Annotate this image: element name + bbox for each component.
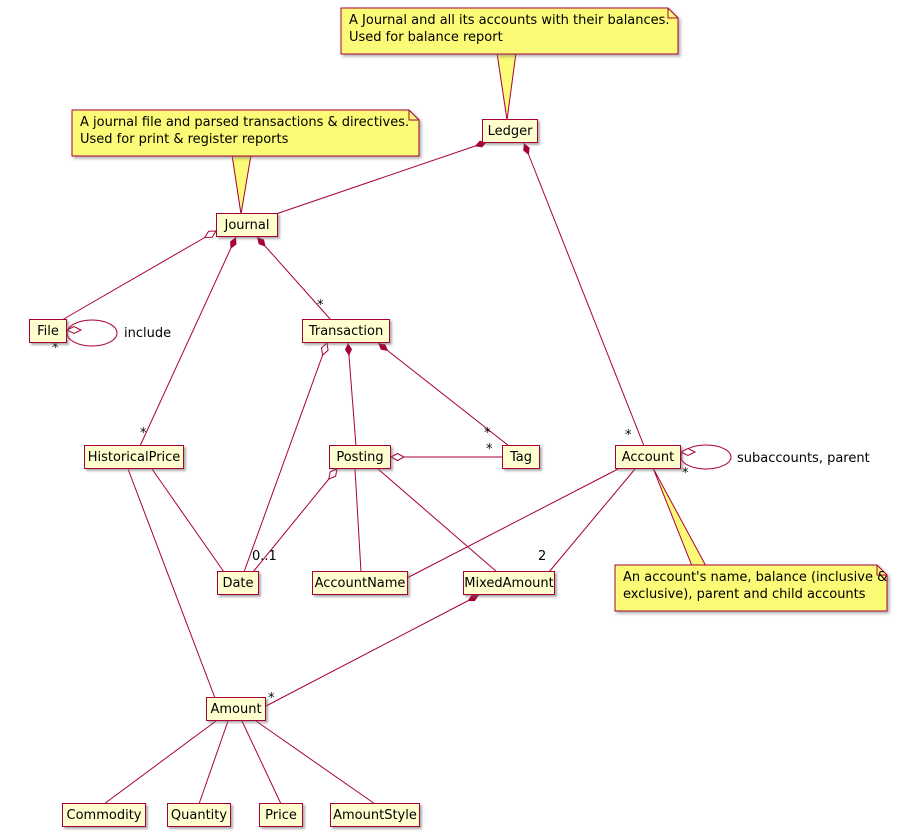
edge-journal-file (61, 231, 216, 321)
edge-posting-accountname (354, 468, 362, 573)
edge-posting-date (252, 469, 337, 573)
note-account-line2: exclusive), parent and child accounts (623, 587, 866, 602)
class-historicalprice: HistoricalPrice (84, 445, 184, 469)
edge-transaction-tag (377, 342, 510, 447)
note-account: An account's name, balance (inclusive & … (623, 569, 887, 603)
class-amount: Amount (206, 697, 266, 721)
note-journal-body (71, 109, 420, 157)
mult-account-mixedamount: 2 (538, 549, 546, 564)
edge-account-mixedamount (548, 468, 636, 573)
class-tag: Tag (502, 445, 540, 469)
edge-account-subaccounts-loop (680, 444, 732, 470)
note-ledger: A Journal and all its accounts with thei… (349, 12, 670, 46)
edge-mixedamount-amount (265, 594, 480, 707)
class-journal: Journal (216, 213, 278, 237)
note-journal: A journal file and parsed transactions &… (80, 114, 409, 148)
edge-journal-historicalprice (139, 236, 237, 447)
class-account: Account (615, 445, 681, 469)
mult-posting-tag: * (486, 442, 493, 457)
mult-account-subaccounts: * (682, 466, 689, 481)
mult-ledger-account: * (625, 428, 632, 443)
note-account-body (614, 564, 888, 612)
label-account-subaccounts: subaccounts, parent (737, 451, 870, 466)
mult-journal-historicalprice: * (140, 426, 147, 441)
edge-file-include-loop (66, 319, 118, 347)
note-pointer-journal (231, 154, 252, 215)
edge-amount-commodity (103, 720, 217, 805)
note-journal-line2: Used for print & register reports (80, 132, 289, 147)
class-mixedamount: MixedAmount (463, 571, 555, 595)
edge-posting-mixedamount (377, 468, 498, 573)
mult-transaction-tag: * (484, 426, 491, 441)
note-ledger-body (340, 7, 679, 55)
note-journal-fold (408, 110, 419, 121)
edge-amount-amountstyle (255, 720, 376, 805)
edge-transaction-date (243, 343, 327, 573)
note-journal-line1: A journal file and parsed transactions &… (80, 115, 410, 130)
edge-ledger-account (523, 142, 645, 447)
mult-file-include: * (52, 341, 59, 356)
edge-transaction-posting (345, 342, 357, 447)
note-account-fold (876, 565, 887, 576)
edge-ledger-journal (272, 140, 488, 216)
class-posting: Posting (329, 445, 391, 469)
edge-historicalprice-date (151, 468, 225, 573)
label-file-include: include (124, 326, 171, 341)
mult-journal-transaction: * (317, 298, 324, 313)
edge-account-accountname (406, 468, 619, 579)
class-ledger: Ledger (482, 119, 538, 143)
mult-posting-date: 0..1 (252, 549, 277, 564)
edge-historicalprice-amount (127, 468, 216, 699)
account-loop-diamond (679, 447, 697, 457)
note-ledger-line2: Used for balance report (349, 30, 503, 45)
class-file: File (29, 319, 67, 343)
note-account-line1: An account's name, balance (inclusive & (623, 570, 888, 585)
class-quantity: Quantity (167, 803, 231, 827)
edge-journal-transaction (256, 236, 332, 321)
class-commodity: Commodity (62, 803, 146, 827)
class-date: Date (217, 571, 259, 595)
note-pointer-account (652, 467, 707, 567)
note-ledger-fold (667, 8, 678, 19)
file-loop-diamond (65, 325, 83, 335)
note-pointer-ledger (496, 52, 517, 121)
edge-amount-quantity (198, 720, 229, 805)
mult-mixedamount-amount: * (268, 691, 275, 706)
note-ledger-line1: A Journal and all its accounts with thei… (349, 13, 670, 28)
class-transaction: Transaction (302, 319, 390, 343)
class-accountname: AccountName (312, 571, 408, 595)
edge-amount-price (241, 720, 282, 805)
class-price: Price (259, 803, 303, 827)
class-amountstyle: AmountStyle (330, 803, 420, 827)
